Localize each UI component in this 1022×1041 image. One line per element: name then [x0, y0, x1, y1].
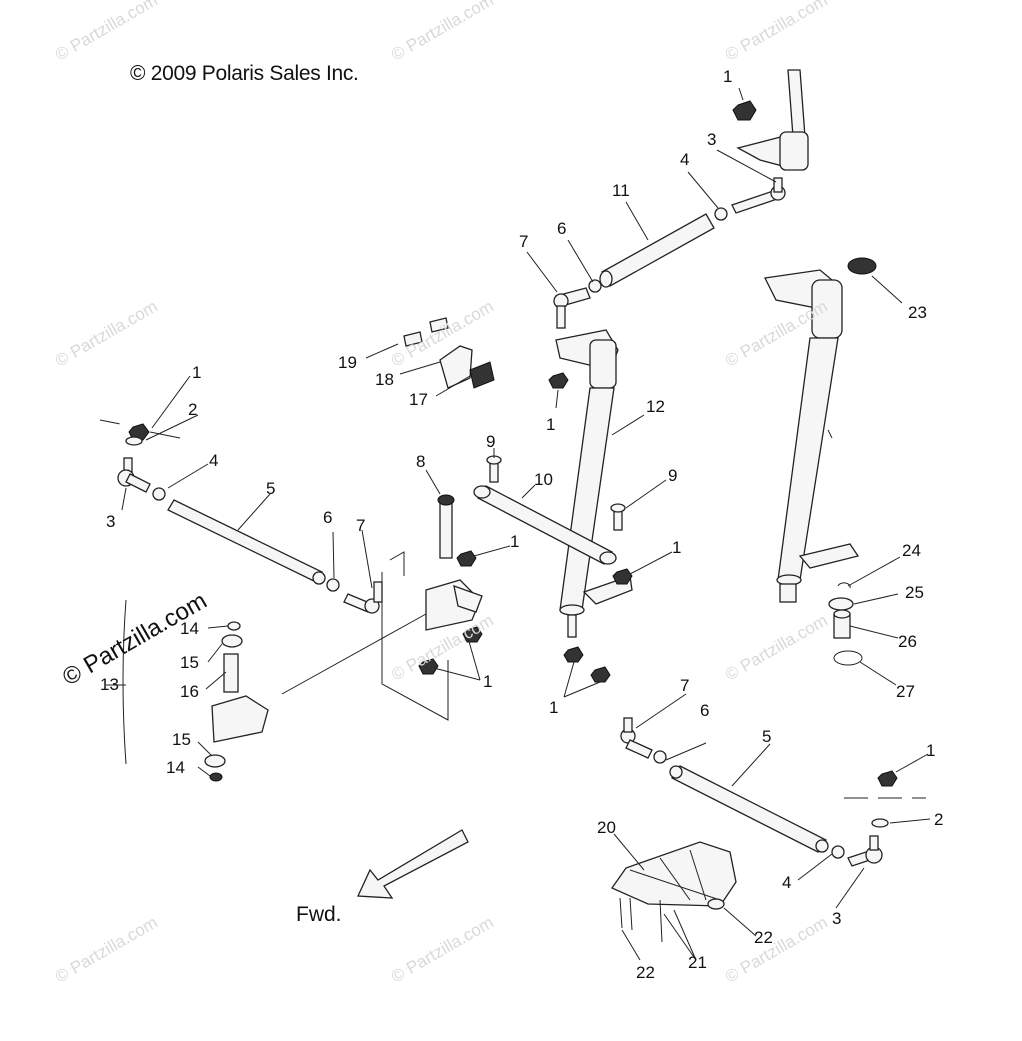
cap	[847, 257, 877, 275]
callout-1: 1	[672, 538, 681, 557]
callout-20: 20	[597, 818, 616, 837]
callout-3: 3	[707, 130, 716, 149]
leader-lines	[106, 87, 931, 961]
jam-nut-mid	[588, 279, 602, 293]
callout-7: 7	[680, 676, 689, 695]
lower-nut-washer	[871, 770, 898, 828]
callout-6: 6	[323, 508, 332, 527]
tie-rod-upper	[599, 213, 715, 288]
upper-spindle-arm	[736, 69, 809, 171]
callout-1: 1	[483, 672, 492, 691]
left-washer	[125, 436, 143, 446]
callout-9: 9	[486, 432, 495, 451]
drag-link-10	[473, 485, 617, 565]
jam-nut-left	[152, 487, 166, 501]
callout-9: 9	[668, 466, 677, 485]
callout-4: 4	[680, 150, 689, 169]
callout-6: 6	[700, 701, 709, 720]
bolt-9a	[486, 455, 502, 483]
callout-27: 27	[896, 682, 915, 701]
callout-7: 7	[519, 232, 528, 251]
callout-6: 6	[557, 219, 566, 238]
bolt-9b	[610, 503, 626, 531]
callout-2: 2	[934, 810, 943, 829]
tie-rod-end-upper	[731, 177, 786, 214]
washer-25	[828, 597, 854, 611]
callout-22: 22	[636, 963, 655, 982]
skid-bolts	[619, 897, 663, 943]
callout-13: 13	[100, 675, 119, 694]
callout-1: 1	[546, 415, 555, 434]
pivot-bolt-8	[437, 494, 455, 559]
callout-4: 4	[209, 451, 218, 470]
callout-14: 14	[166, 758, 185, 777]
post-nuts-bottom	[563, 646, 611, 683]
tie-rod-end-left2	[343, 581, 383, 614]
callout-3: 3	[832, 909, 841, 928]
callout-8: 8	[416, 452, 425, 471]
callout-17: 17	[409, 390, 428, 409]
callout-2: 2	[188, 400, 197, 419]
left-nut	[128, 423, 150, 441]
tie-rod-left	[167, 499, 326, 585]
forward-arrow	[357, 829, 469, 899]
callout-10: 10	[534, 470, 553, 489]
skid-plate	[611, 841, 737, 910]
steering-post	[555, 329, 633, 638]
tie-rod-end-mid	[553, 287, 591, 329]
callout-15: 15	[172, 730, 191, 749]
callout-23: 23	[908, 303, 927, 322]
callout-labels: 1 3 4 11 7 6 23 19 18 17 1 12 1 2 4 3 5 …	[100, 67, 943, 982]
bushing-26	[833, 609, 851, 639]
callout-15: 15	[180, 653, 199, 672]
callout-4: 4	[782, 873, 791, 892]
tie-rod-end-left	[117, 457, 151, 493]
tie-rod-end-lower-right	[847, 835, 883, 867]
callout-7: 7	[356, 516, 365, 535]
callout-5: 5	[266, 479, 275, 498]
copyright-notice: © 2009 Polaris Sales Inc.	[130, 62, 359, 85]
bracket-13	[122, 599, 127, 765]
callout-26: 26	[898, 632, 917, 651]
callout-1: 1	[549, 698, 558, 717]
snap-ring-small	[837, 582, 851, 589]
callout-5: 5	[762, 727, 771, 746]
callout-25: 25	[905, 583, 924, 602]
callout-11: 11	[612, 181, 630, 200]
jam-nut-left2	[326, 578, 340, 592]
upper-nut	[732, 100, 757, 121]
pivot-subassembly	[204, 621, 269, 782]
reference-lines	[99, 419, 926, 799]
callout-19: 19	[338, 353, 357, 372]
tie-rod-end-lower-left	[620, 717, 653, 759]
callout-22: 22	[754, 928, 773, 947]
pivot-block	[425, 579, 483, 631]
callout-1: 1	[926, 741, 935, 760]
callout-1: 1	[510, 532, 519, 551]
forward-label: Fwd.	[296, 903, 342, 926]
callout-3: 3	[106, 512, 115, 531]
jam-nut-lower2	[831, 845, 845, 859]
right-steering-post	[764, 269, 860, 603]
assembly-outline	[281, 551, 449, 721]
callout-24: 24	[902, 541, 921, 560]
jam-nut-upper	[714, 207, 728, 221]
callout-16: 16	[180, 682, 199, 701]
post-nut-top	[548, 372, 569, 389]
callout-12: 12	[646, 397, 665, 416]
callout-18: 18	[375, 370, 394, 389]
snap-ring-27	[833, 650, 863, 666]
jam-nut-lower	[653, 750, 667, 764]
tie-rod-lower	[669, 765, 829, 853]
callout-1: 1	[723, 67, 732, 86]
nut-1d	[612, 568, 633, 585]
bracket-clamp	[403, 317, 495, 389]
callout-21: 21	[688, 953, 707, 972]
callout-1: 1	[192, 363, 201, 382]
callout-14: 14	[180, 619, 199, 638]
